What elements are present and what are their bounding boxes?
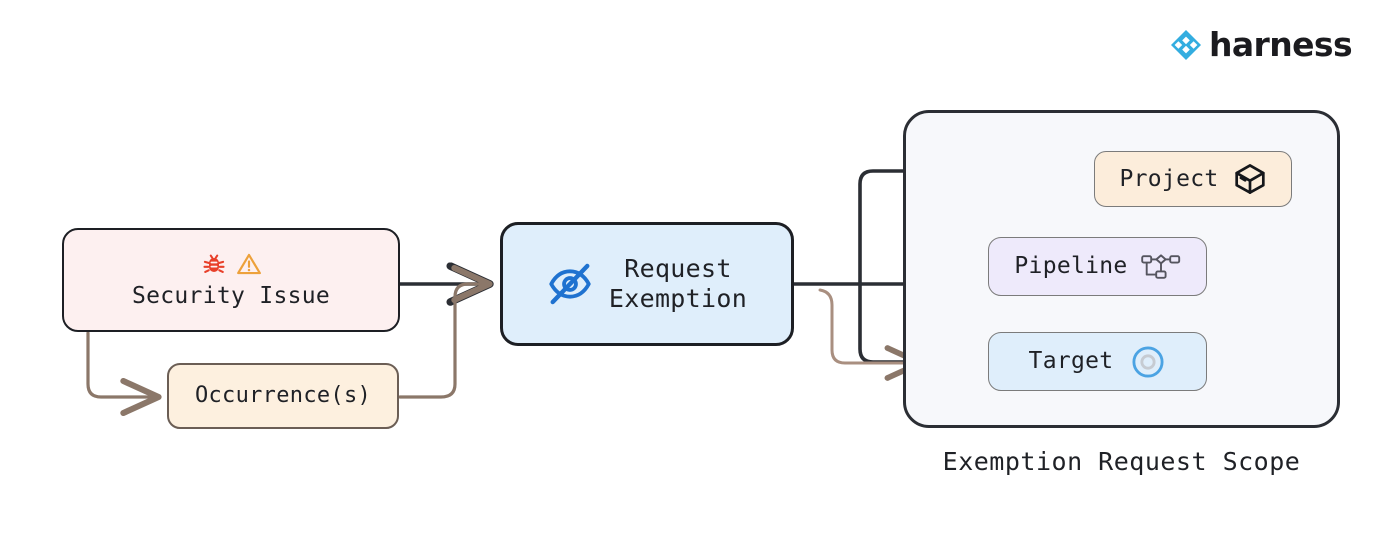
target-circle-icon (1132, 345, 1164, 378)
node-project[interactable]: Project (1094, 151, 1292, 207)
bug-icon (202, 254, 225, 274)
edge-occurrences-to-request (398, 264, 493, 399)
harness-wordmark: harness (1209, 25, 1353, 64)
warning-triangle-icon (236, 254, 261, 275)
harness-logo: harness (1170, 25, 1353, 64)
node-pipeline[interactable]: Pipeline (988, 237, 1207, 296)
node-request-exemption[interactable]: Request Exemption (500, 222, 794, 346)
exemption-request-scope-label: Exemption Request Scope (942, 447, 1301, 476)
node-target[interactable]: Target (988, 332, 1207, 391)
node-occurrences[interactable]: Occurrence(s) (167, 363, 399, 429)
project-label: Project (1119, 165, 1219, 192)
request-exemption-label: Request Exemption (608, 253, 748, 314)
target-label: Target (1028, 348, 1114, 375)
harness-diamond-icon (1171, 29, 1201, 60)
pipeline-nodes-icon (1140, 253, 1180, 279)
edge-security-to-occurrences (86, 331, 162, 417)
box-cube-icon (1234, 164, 1265, 194)
security-issue-icons (201, 249, 262, 279)
pipeline-label: Pipeline (1014, 253, 1128, 280)
node-security-issue[interactable]: Security Issue (62, 228, 400, 332)
eye-off-icon (549, 263, 591, 305)
security-issue-label: Security Issue (131, 283, 331, 310)
occurrences-label: Occurrence(s) (194, 382, 372, 408)
